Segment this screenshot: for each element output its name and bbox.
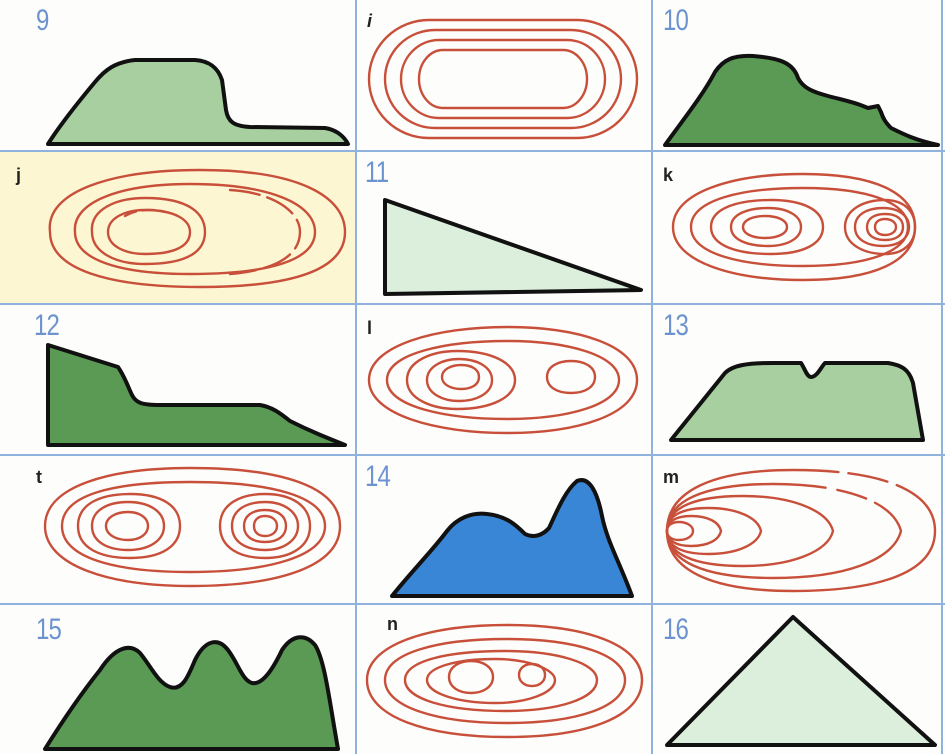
- profile-16-shape: [665, 615, 937, 747]
- profile-9-outline: [46, 58, 350, 146]
- grid-line-horizontal-2: [0, 303, 945, 305]
- profile-11-shape: [383, 198, 643, 296]
- cell-label-13: 13: [663, 309, 689, 342]
- cell-label-15: 15: [36, 613, 62, 646]
- cell-n-contour: n: [357, 605, 651, 754]
- cell-i-contour: i: [357, 0, 651, 150]
- cell-label-11: 11: [365, 156, 389, 189]
- cell-9-profile: 9: [0, 0, 355, 150]
- cell-label-m: m: [663, 467, 680, 487]
- cell-11-profile: 11: [357, 152, 651, 303]
- cell-label-14: 14: [365, 460, 391, 493]
- contour-n-shape: [365, 623, 644, 739]
- cell-label-10: 10: [663, 4, 689, 37]
- cell-label-k: k: [663, 165, 674, 185]
- cell-label-16: 16: [663, 613, 689, 646]
- profile-12-shape: [46, 343, 347, 447]
- cell-15-profile: 15: [0, 605, 355, 754]
- cell-10-profile: 10: [653, 0, 941, 150]
- profile-10-outline: [663, 53, 940, 147]
- profile-15-outline: [43, 635, 340, 751]
- contour-i-shape: [367, 18, 639, 140]
- contour-t-shape: [43, 466, 342, 588]
- profile-16-outline: [665, 615, 937, 747]
- profile-11-outline: [383, 198, 643, 296]
- cell-l-contour: l: [357, 305, 651, 454]
- grid-line-horizontal-1: [0, 150, 945, 152]
- profile-13-outline: [669, 361, 925, 442]
- cell-label-l: l: [367, 318, 373, 338]
- cell-14-profile: 14: [357, 456, 651, 603]
- cell-label-9: 9: [36, 4, 49, 37]
- cell-label-i: i: [367, 11, 373, 31]
- profile-14-outline: [390, 478, 634, 598]
- cell-label-12: 12: [34, 309, 60, 342]
- cell-label-t: t: [36, 467, 42, 487]
- cell-12-profile: 12: [0, 305, 355, 454]
- grid-line-horizontal-4: [0, 603, 945, 605]
- profile-13-shape: [669, 361, 925, 442]
- grid-line-vertical-2: [651, 0, 653, 754]
- cell-t-contour: t: [0, 456, 355, 603]
- cell-k-contour: k: [653, 152, 941, 303]
- cell-m-contour: m: [653, 456, 941, 603]
- profile-14-shape: [390, 478, 634, 598]
- profile-15-shape: [43, 635, 340, 751]
- cell-16-profile: 16: [653, 605, 941, 754]
- cell-13-profile: 13: [653, 305, 941, 454]
- profile-9-shape: [46, 58, 350, 146]
- contour-m-shape: [665, 468, 937, 593]
- profile-12-outline: [46, 343, 347, 447]
- contour-l-shape: [367, 325, 639, 435]
- cell-j-contour: j: [0, 152, 355, 303]
- profile-10-shape: [663, 53, 940, 147]
- contour-j-shape: [48, 168, 347, 289]
- grid-line-right-edge: [941, 0, 943, 754]
- cell-label-n: n: [387, 614, 398, 634]
- grid-line-horizontal-3: [0, 454, 945, 456]
- contour-k-shape: [671, 172, 917, 282]
- cell-label-j: j: [16, 165, 22, 185]
- grid-line-vertical-1: [355, 0, 357, 754]
